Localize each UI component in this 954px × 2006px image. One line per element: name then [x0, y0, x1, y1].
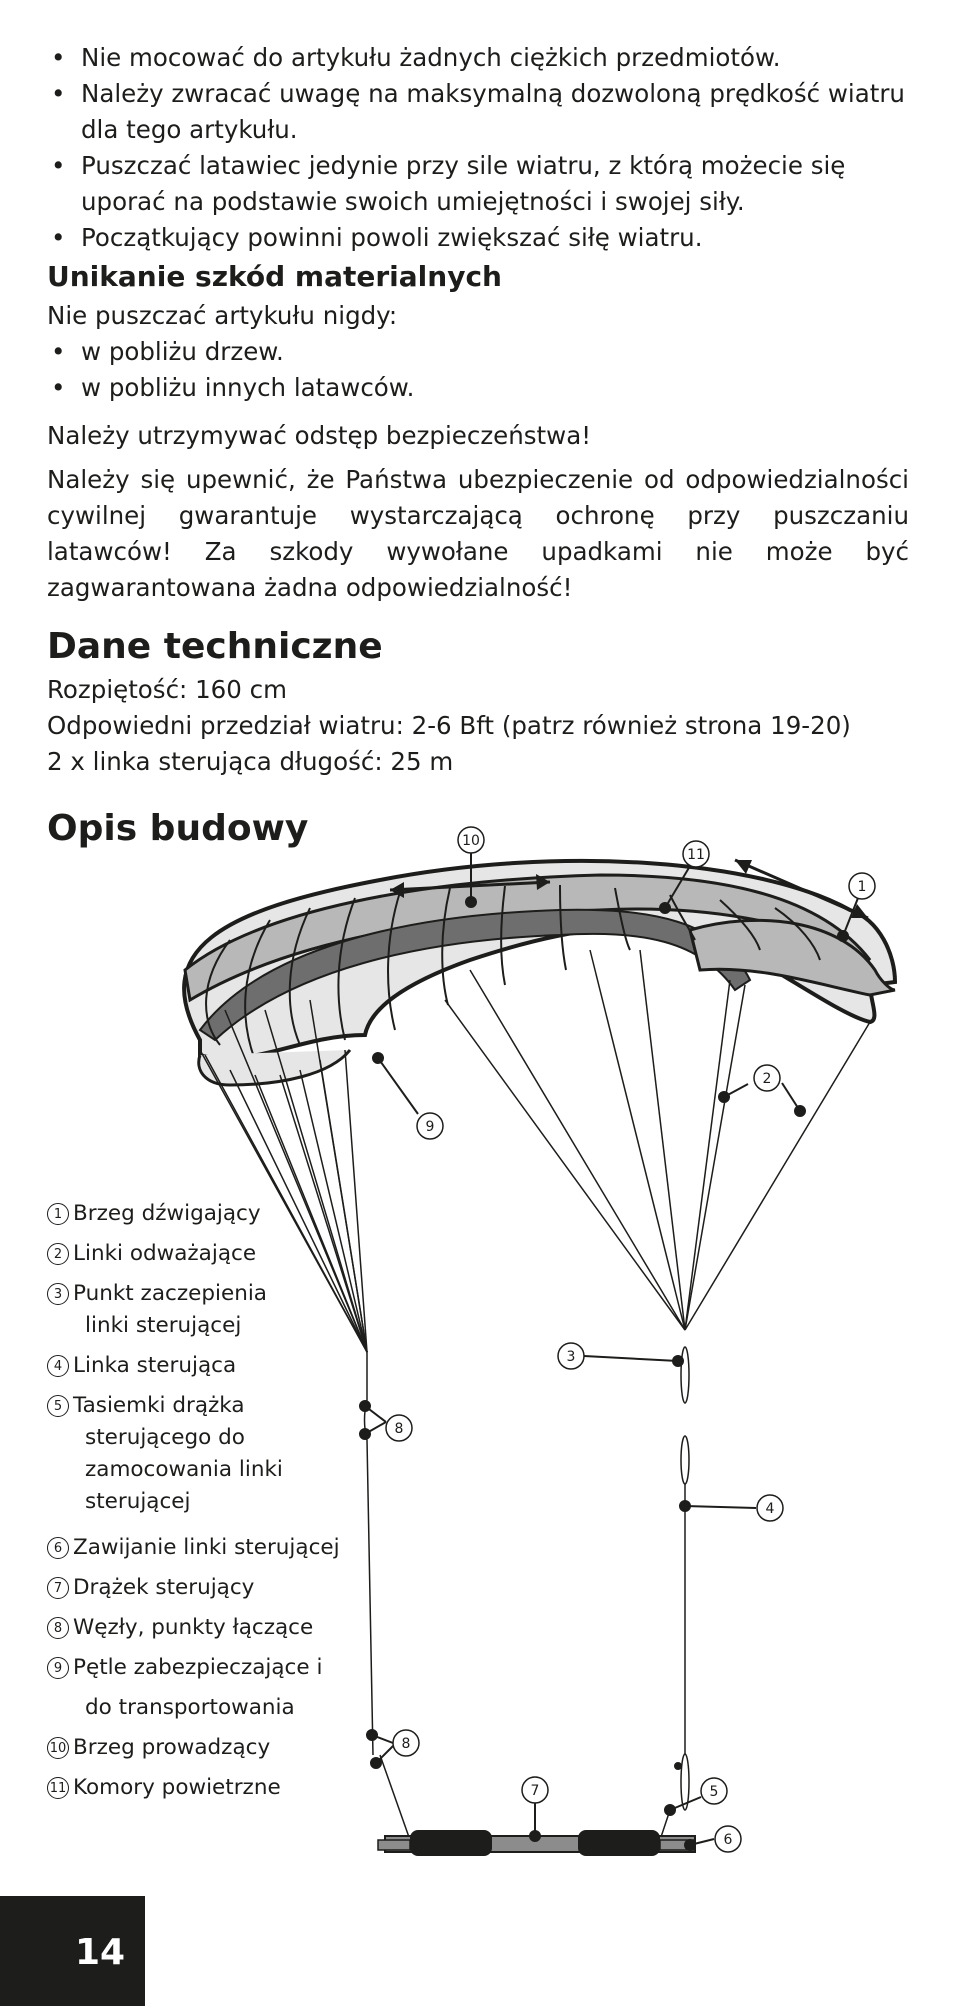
callout-8-bottom: 8: [392, 1729, 420, 1757]
svg-text:4: 4: [766, 1501, 775, 1517]
callout-11: 11: [682, 840, 710, 868]
callout-4: 4: [756, 1494, 784, 1522]
legend-number: 10: [47, 1737, 69, 1759]
svg-text:6: 6: [724, 1832, 733, 1848]
callout-7: 7: [521, 1776, 549, 1804]
bullet-item: Nie mocować do artykułu żadnych ciężkich…: [47, 40, 915, 76]
kite-canopy: [182, 858, 898, 1087]
bridle-lines: [199, 949, 871, 1353]
construction-heading: Opis budowy: [47, 808, 309, 849]
legend-number: 11: [47, 1777, 69, 1799]
distance-note: Należy utrzymywać odstęp bezpieczeństwa!: [47, 421, 592, 450]
callout-numbers: 10 11 1 2 9 3 4 8 8 5 6 7: [385, 826, 876, 1853]
page-number: 14: [75, 1932, 126, 1973]
svg-text:3: 3: [567, 1349, 576, 1365]
callout-2: 2: [753, 1064, 781, 1092]
damage-intro: Nie puszczać artykułu nigdy:: [47, 301, 398, 330]
callout-5: 5: [700, 1777, 728, 1805]
legend-label: Linka sterująca: [73, 1353, 237, 1378]
legend-number: 8: [47, 1617, 69, 1639]
svg-text:8: 8: [402, 1736, 411, 1752]
legend-label: Drążek sterujący: [73, 1575, 255, 1600]
callout-3: 3: [557, 1342, 585, 1370]
legend-label: Zawijanie linki sterującej: [73, 1535, 340, 1560]
svg-text:5: 5: [710, 1784, 719, 1800]
svg-text:11: 11: [687, 847, 705, 863]
svg-text:7: 7: [531, 1783, 540, 1799]
legend-label: Linki odważające: [73, 1241, 257, 1266]
legend-number: 5: [47, 1395, 69, 1417]
callout-9: 9: [416, 1112, 444, 1140]
legend-number: 1: [47, 1203, 69, 1225]
control-lines: [363, 1346, 690, 1841]
insurance-note: Należy się upewnić, że Państwa ubezpiecz…: [47, 465, 909, 602]
legend-number: 2: [47, 1243, 69, 1265]
legend-number: 9: [47, 1657, 69, 1679]
legend-number: 6: [47, 1537, 69, 1559]
callout-10: 10: [457, 826, 485, 854]
callout-leaders: [359, 852, 859, 1851]
bullet-item: Puszczać latawiec jedynie przy sile wiat…: [47, 148, 915, 220]
callout-8-top: 8: [385, 1414, 413, 1442]
safety-bullet-list: Nie mocować do artykułu żadnych ciężkich…: [47, 40, 915, 256]
svg-text:2: 2: [763, 1071, 772, 1087]
page-number-box: 14: [0, 1896, 145, 2006]
technical-heading: Dane techniczne: [47, 626, 383, 667]
bullet-item: w pobliżu drzew.: [47, 334, 915, 370]
legend-label-cont: sterującego do zamocowania linki sterują…: [85, 1425, 283, 1514]
tech-line-length: 2 x linka sterująca długość: 25 m: [47, 747, 454, 776]
kite-diagram: 10 11 1 2 9 3 4 8 8 5 6 7: [182, 826, 898, 1856]
svg-text:1: 1: [858, 879, 867, 895]
legend-number: 4: [47, 1355, 69, 1377]
legend-label: Punkt zaczepienia: [73, 1281, 267, 1306]
legend-label-cont: linki sterującej: [85, 1313, 242, 1338]
tech-span: Rozpiętość: 160 cm: [47, 675, 287, 704]
legend-number: 3: [47, 1283, 69, 1305]
legend-label: Brzeg dźwigający: [73, 1201, 261, 1226]
legend-label: Komory powietrzne: [73, 1775, 281, 1800]
legend-number: 7: [47, 1577, 69, 1599]
svg-text:8: 8: [395, 1421, 404, 1437]
bullet-item: w pobliżu innych latawców.: [47, 370, 915, 406]
damage-heading: Unikanie szkód materialnych: [47, 260, 502, 293]
damage-bullet-list: w pobliżu drzew. w pobliżu innych latawc…: [47, 334, 915, 406]
callout-6: 6: [714, 1825, 742, 1853]
tech-wind-range: Odpowiedni przedział wiatru: 2-6 Bft (pa…: [47, 711, 851, 740]
callout-1: 1: [848, 872, 876, 900]
svg-text:9: 9: [426, 1119, 435, 1135]
legend-label: Pętle zabezpieczające i: [73, 1655, 323, 1680]
legend-label: Węzły, punkty łączące: [73, 1615, 314, 1640]
legend-label: Brzeg prowadzący: [73, 1735, 271, 1760]
bullet-item: Początkujący powinni powoli zwiększać si…: [47, 220, 915, 256]
legend-label: Tasiemki drążka: [73, 1393, 245, 1418]
legend-label-cont: do transportowania: [85, 1695, 295, 1720]
svg-text:10: 10: [462, 833, 480, 849]
bullet-item: Należy zwracać uwagę na maksymalną dozwo…: [47, 76, 915, 148]
